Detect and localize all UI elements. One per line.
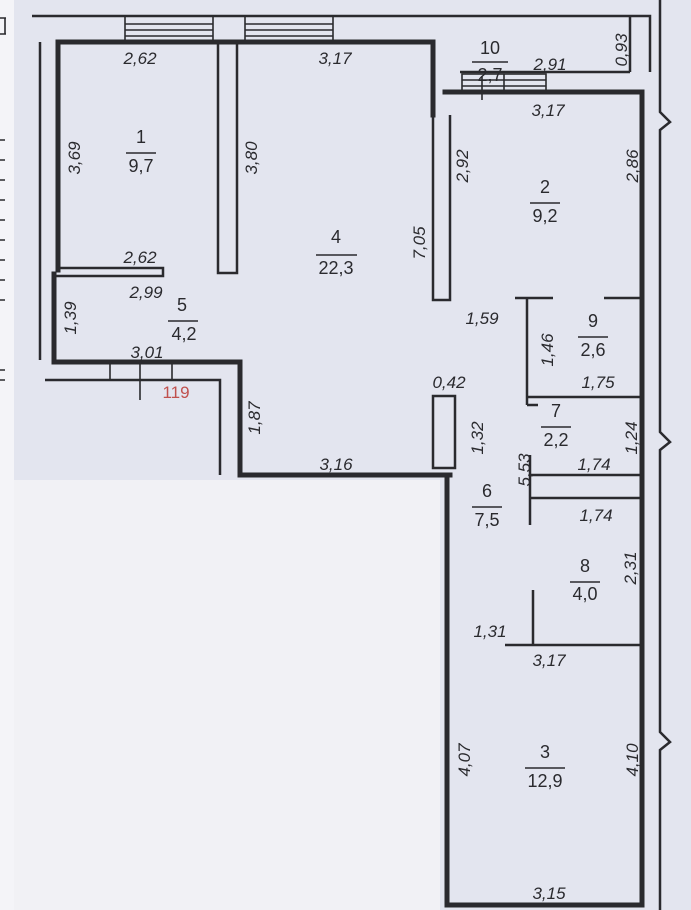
svg-text:1,31: 1,31: [473, 622, 506, 641]
svg-text:22,3: 22,3: [318, 258, 353, 278]
svg-text:5,53: 5,53: [515, 453, 534, 487]
svg-text:2,7: 2,7: [477, 65, 502, 85]
svg-text:2,91: 2,91: [532, 55, 566, 74]
svg-text:1,24: 1,24: [622, 421, 641, 454]
svg-text:9,7: 9,7: [128, 156, 153, 176]
svg-text:6: 6: [482, 481, 492, 501]
svg-text:3,69: 3,69: [65, 141, 84, 175]
walls: [51, 39, 645, 908]
dimension-labels: 2,62 3,17 3,69 3,80 2,62 2,99 1,39 3,01 …: [61, 33, 642, 903]
svg-text:3,80: 3,80: [242, 141, 261, 175]
room-2: 2 9,2: [530, 177, 560, 226]
room-10: 10 2,7: [472, 38, 508, 85]
balcony-door: [461, 73, 547, 100]
room-1: 1 9,7: [126, 127, 156, 176]
svg-text:7,05: 7,05: [410, 226, 429, 260]
svg-text:3,16: 3,16: [319, 455, 353, 474]
left-margin: [0, 0, 14, 910]
svg-text:3,17: 3,17: [318, 49, 352, 68]
svg-text:1,59: 1,59: [465, 309, 499, 328]
svg-text:3: 3: [540, 742, 550, 762]
svg-text:9: 9: [588, 311, 598, 331]
svg-text:7: 7: [551, 401, 561, 421]
left-edge-marks: [0, 17, 6, 381]
apartment-number: 119: [162, 383, 189, 402]
svg-text:9,2: 9,2: [532, 206, 557, 226]
svg-text:4,0: 4,0: [572, 584, 597, 604]
svg-text:2,31: 2,31: [621, 551, 640, 585]
svg-text:8: 8: [580, 556, 590, 576]
room-4: 4 22,3: [316, 227, 357, 278]
svg-text:1,75: 1,75: [581, 373, 615, 392]
svg-text:4,07: 4,07: [455, 743, 474, 777]
svg-text:2,86: 2,86: [623, 149, 642, 184]
svg-text:1,87: 1,87: [245, 401, 264, 435]
svg-text:2,62: 2,62: [122, 248, 157, 267]
svg-text:2,99: 2,99: [128, 283, 163, 302]
svg-text:10: 10: [480, 38, 500, 58]
window-top-right: [244, 15, 334, 43]
svg-text:0,93: 0,93: [612, 33, 631, 67]
svg-text:1,46: 1,46: [538, 333, 557, 367]
svg-text:12,9: 12,9: [527, 771, 562, 791]
room-8: 8 4,0: [570, 556, 600, 604]
room-5: 5 4,2: [168, 295, 198, 344]
svg-text:3,15: 3,15: [532, 884, 566, 903]
svg-text:2,62: 2,62: [122, 49, 157, 68]
room-7: 7 2,2: [541, 401, 571, 450]
svg-text:5: 5: [177, 295, 187, 315]
svg-text:3,17: 3,17: [531, 101, 565, 120]
svg-text:0,42: 0,42: [432, 373, 466, 392]
room-3: 3 12,9: [525, 742, 565, 791]
svg-text:3,17: 3,17: [532, 651, 566, 670]
svg-text:2,92: 2,92: [453, 149, 472, 184]
svg-text:4,2: 4,2: [171, 324, 196, 344]
svg-text:2,6: 2,6: [580, 340, 605, 360]
svg-text:2,2: 2,2: [543, 430, 568, 450]
svg-text:1,32: 1,32: [468, 421, 487, 455]
svg-text:1: 1: [136, 127, 146, 147]
svg-text:7,5: 7,5: [474, 510, 499, 530]
svg-text:1,74: 1,74: [579, 506, 612, 525]
window-top-left: [124, 15, 214, 43]
room-9: 9 2,6: [578, 311, 608, 360]
svg-text:4,10: 4,10: [623, 743, 642, 777]
entrance-door: [109, 364, 173, 400]
svg-text:4: 4: [331, 227, 341, 247]
svg-text:2: 2: [540, 177, 550, 197]
blank-area: [0, 480, 440, 910]
room-6: 6 7,5: [472, 481, 502, 530]
svg-text:3,01: 3,01: [130, 343, 163, 362]
svg-text:1,74: 1,74: [577, 455, 610, 474]
svg-text:1,39: 1,39: [61, 301, 80, 335]
